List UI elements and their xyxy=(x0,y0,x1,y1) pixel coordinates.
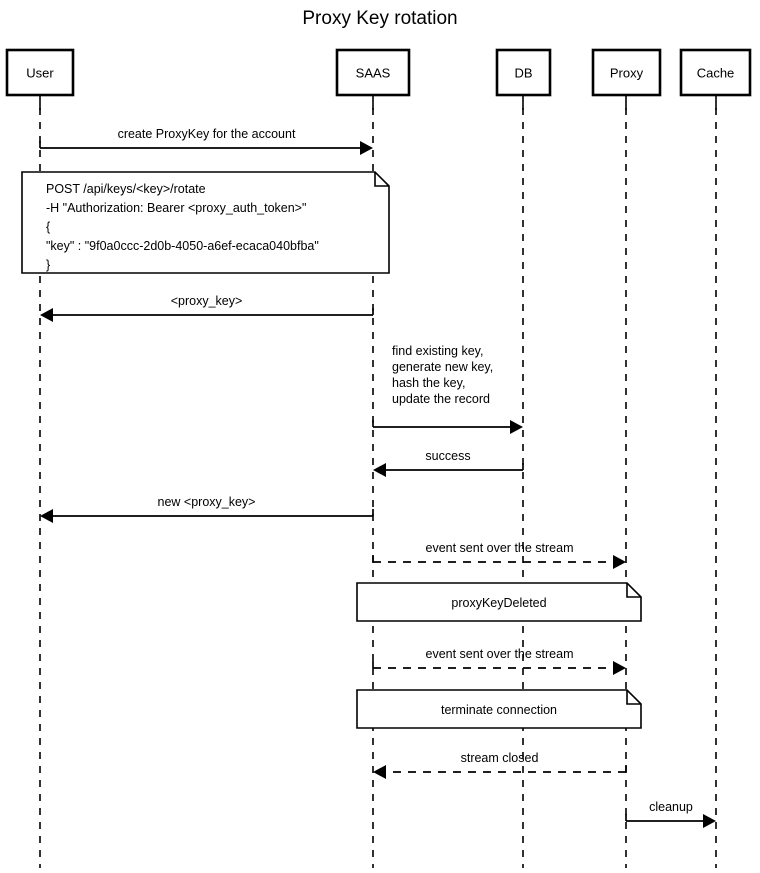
message-arrowhead-m4 xyxy=(373,463,386,477)
message-arrowhead-m5 xyxy=(40,509,53,523)
message-arrowhead-m6 xyxy=(613,555,626,569)
notes-layer: POST /api/keys/<key>/rotate -H "Authoriza… xyxy=(21,171,642,729)
note-request: POST /api/keys/<key>/rotate -H "Authoriza… xyxy=(21,171,390,274)
participants-layer: User SAAS DB Proxy Cache xyxy=(5,48,752,97)
saas-processing-note-line-0: find existing key, xyxy=(392,344,483,358)
note-terminate-connection-fold-icon xyxy=(626,690,641,705)
saas-processing-note-line-3: update the record xyxy=(392,392,490,406)
note-proxy-key-deleted: proxyKeyDeleted xyxy=(356,582,642,622)
participant-label-saas: SAAS xyxy=(356,66,391,81)
message-label-m7: event sent over the stream xyxy=(426,647,574,661)
message-m3[interactable] xyxy=(372,420,523,434)
message-label-m5: new <proxy_key> xyxy=(158,495,256,509)
note-request-line-0: POST /api/keys/<key>/rotate xyxy=(46,182,206,196)
participant-user[interactable]: User xyxy=(5,48,75,97)
message-label-m4: success xyxy=(425,449,470,463)
note-request-line-4: } xyxy=(46,258,50,272)
note-terminate-connection: terminate connection xyxy=(356,689,642,729)
message-label-m6: event sent over the stream xyxy=(426,541,574,555)
message-m6[interactable]: event sent over the stream xyxy=(372,541,626,569)
note-request-body xyxy=(21,171,390,274)
message-label-m8: stream closed xyxy=(461,751,539,765)
self-notes-layer: find existing key, generate new key, hash … xyxy=(392,344,493,406)
message-m5[interactable]: new <proxy_key> xyxy=(40,495,374,523)
participant-db[interactable]: DB xyxy=(495,48,552,97)
note-proxy-key-deleted-line-0: proxyKeyDeleted xyxy=(451,596,546,610)
message-arrowhead-m2 xyxy=(40,308,53,322)
message-m2[interactable]: <proxy_key> xyxy=(40,294,374,322)
message-m8[interactable]: stream closed xyxy=(373,751,627,779)
note-request-line-1: -H "Authorization: Bearer <proxy_auth_to… xyxy=(46,201,306,215)
note-terminate-connection-line-0: terminate connection xyxy=(441,703,557,717)
participant-label-cache: Cache xyxy=(697,66,735,81)
note-terminate-connection-body xyxy=(356,689,642,729)
note-request-line-2: { xyxy=(46,220,50,234)
participant-box-cache xyxy=(679,48,752,97)
participant-cache[interactable]: Cache xyxy=(679,48,752,97)
messages-layer: create ProxyKey for the account <proxy_ke… xyxy=(39,127,716,828)
note-request-line-3: "key" : "9f0a0ccc-2d0b-4050-a6ef-ecaca04… xyxy=(46,239,319,253)
participant-proxy[interactable]: Proxy xyxy=(591,48,662,97)
participant-saas[interactable]: SAAS xyxy=(335,48,411,97)
message-m4[interactable]: success xyxy=(373,449,524,477)
message-m9[interactable]: cleanup xyxy=(625,800,716,828)
participant-label-user: User xyxy=(26,66,54,81)
participant-box-saas xyxy=(335,48,411,97)
message-arrowhead-m1 xyxy=(360,141,373,155)
message-m1[interactable]: create ProxyKey for the account xyxy=(39,127,373,155)
message-arrowhead-m8 xyxy=(373,765,386,779)
saas-processing-note-line-2: hash the key, xyxy=(392,376,465,390)
saas-processing-note: find existing key, generate new key, hash … xyxy=(392,344,493,406)
message-m7[interactable]: event sent over the stream xyxy=(372,647,626,675)
message-arrowhead-m7 xyxy=(613,661,626,675)
participant-label-proxy: Proxy xyxy=(610,66,644,81)
participant-box-user xyxy=(5,48,75,97)
saas-processing-note-line-1: generate new key, xyxy=(392,360,493,374)
message-label-m1: create ProxyKey for the account xyxy=(118,127,296,141)
participant-box-db xyxy=(495,48,552,97)
note-proxy-key-deleted-fold-icon xyxy=(626,583,641,598)
note-proxy-key-deleted-body xyxy=(356,582,642,622)
participant-box-proxy xyxy=(591,48,662,97)
message-label-m2: <proxy_key> xyxy=(171,294,243,308)
participant-label-db: DB xyxy=(514,66,532,81)
diagram-title: Proxy Key rotation xyxy=(302,8,457,29)
message-arrowhead-m9 xyxy=(703,814,716,828)
note-request-fold-icon xyxy=(374,172,389,187)
message-label-m9: cleanup xyxy=(649,800,693,814)
message-arrowhead-m3 xyxy=(510,420,523,434)
